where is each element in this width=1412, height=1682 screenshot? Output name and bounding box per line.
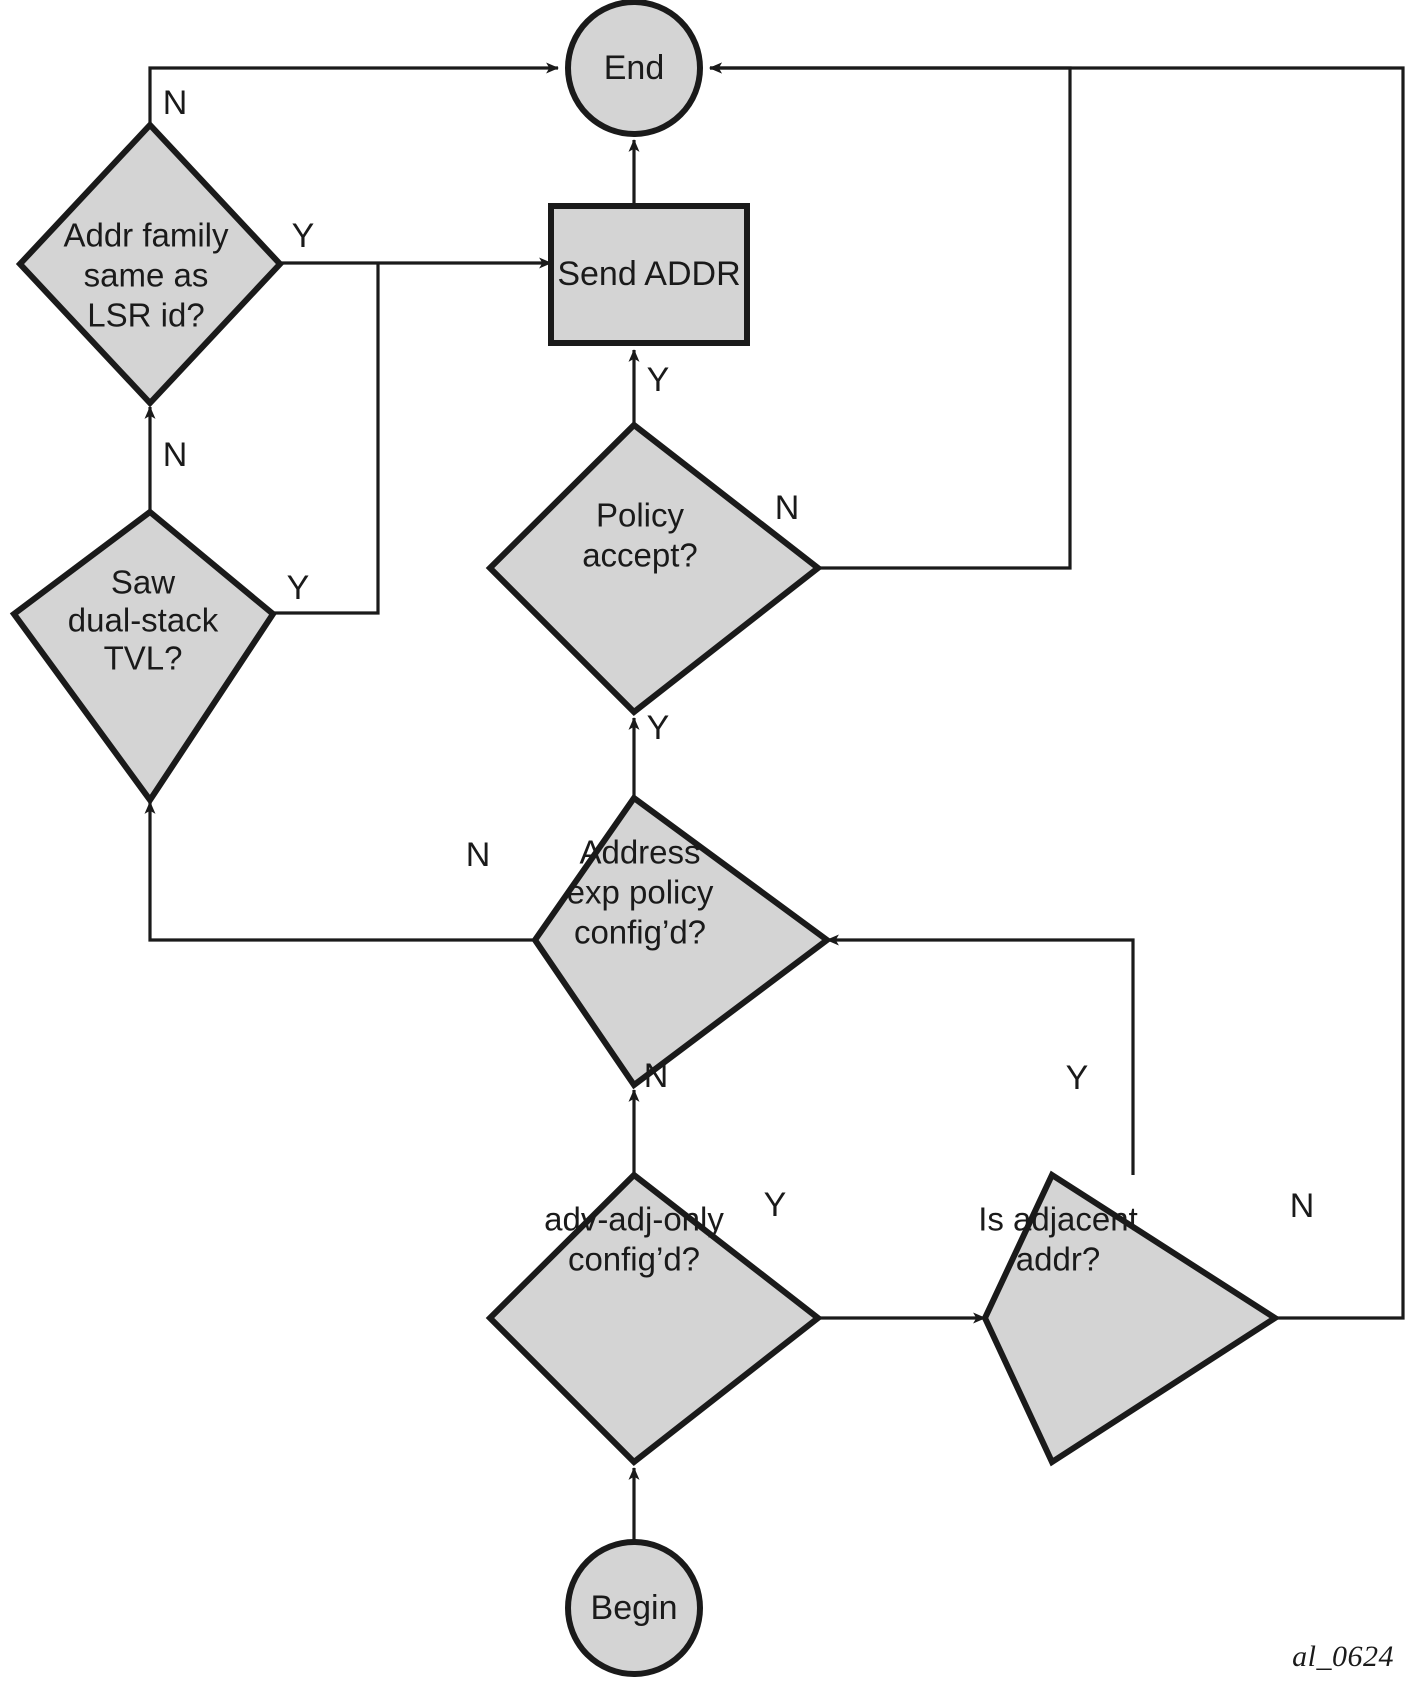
node-is-adjacent[interactable]: Is adjacent addr? xyxy=(978,1170,1281,1467)
node-dual-stack[interactable]: Saw dual-stack TVL? xyxy=(9,508,277,806)
figure-caption: al_0624 xyxy=(1292,1640,1394,1673)
node-begin[interactable]: Begin xyxy=(565,1539,703,1677)
node-policy-accept-line2: accept? xyxy=(582,537,698,574)
edge-label-addr-family-n: N xyxy=(163,84,188,122)
node-addr-exp-line3: config’d? xyxy=(574,914,706,951)
edge-label-adv-adj-y: Y xyxy=(764,1186,787,1224)
node-is-adjacent-line2: addr? xyxy=(1016,1241,1100,1278)
node-addr-family[interactable]: Addr family same as LSR id? xyxy=(15,120,285,408)
edge-label-is-adjacent-y: Y xyxy=(1066,1059,1089,1097)
node-addr-exp[interactable]: Address exp policy config’d? xyxy=(531,793,833,1090)
edge-label-policy-accept-n: N xyxy=(775,489,800,527)
edge-dual-stack-y-to-send-addr xyxy=(273,263,380,615)
node-send-addr[interactable]: Send ADDR xyxy=(548,203,750,346)
node-addr-family-line1: Addr family xyxy=(63,217,229,254)
node-is-adjacent-line1: Is adjacent xyxy=(978,1201,1138,1238)
node-policy-accept[interactable]: Policy accept? xyxy=(485,421,823,716)
node-addr-family-line3: LSR id? xyxy=(87,297,204,334)
node-dual-stack-line1: Saw xyxy=(111,564,175,601)
node-send-addr-label: Send ADDR xyxy=(557,255,740,293)
edge-label-adv-adj-n: N xyxy=(644,1057,669,1095)
node-addr-exp-line1: Address xyxy=(579,834,700,871)
node-addr-exp-line2: exp policy xyxy=(567,874,714,911)
node-policy-accept-line1: Policy xyxy=(596,497,685,534)
edge-label-addr-exp-y: Y xyxy=(647,709,670,747)
edge-label-addr-exp-n: N xyxy=(466,836,491,874)
node-adv-adj[interactable]: adv-adj-only config’d? xyxy=(485,1171,823,1466)
edge-is-adjacent-y-to-addr-exp xyxy=(826,934,1135,1175)
edge-label-dual-stack-y: Y xyxy=(287,569,310,607)
edge-addr-exp-n-to-dual-stack xyxy=(144,801,535,942)
edge-label-addr-family-y: Y xyxy=(292,217,315,255)
edge-addr-family-n-to-end xyxy=(148,62,559,125)
edge-policy-accept-n-to-end xyxy=(709,62,1072,570)
edge-label-is-adjacent-n: N xyxy=(1290,1187,1315,1225)
node-end[interactable]: End xyxy=(565,0,703,137)
node-dual-stack-line3: TVL? xyxy=(104,640,183,677)
node-addr-family-line2: same as xyxy=(84,257,209,294)
edge-label-dual-stack-n: N xyxy=(163,436,188,474)
node-begin-label: Begin xyxy=(591,1589,678,1627)
edge-is-adjacent-n-to-end xyxy=(709,62,1405,1320)
node-dual-stack-line2: dual-stack xyxy=(68,602,219,639)
node-adv-adj-line1: adv-adj-only xyxy=(544,1201,724,1238)
node-end-label: End xyxy=(604,49,665,87)
edge-label-policy-accept-y: Y xyxy=(647,361,670,399)
node-adv-adj-line2: config’d? xyxy=(568,1241,700,1278)
